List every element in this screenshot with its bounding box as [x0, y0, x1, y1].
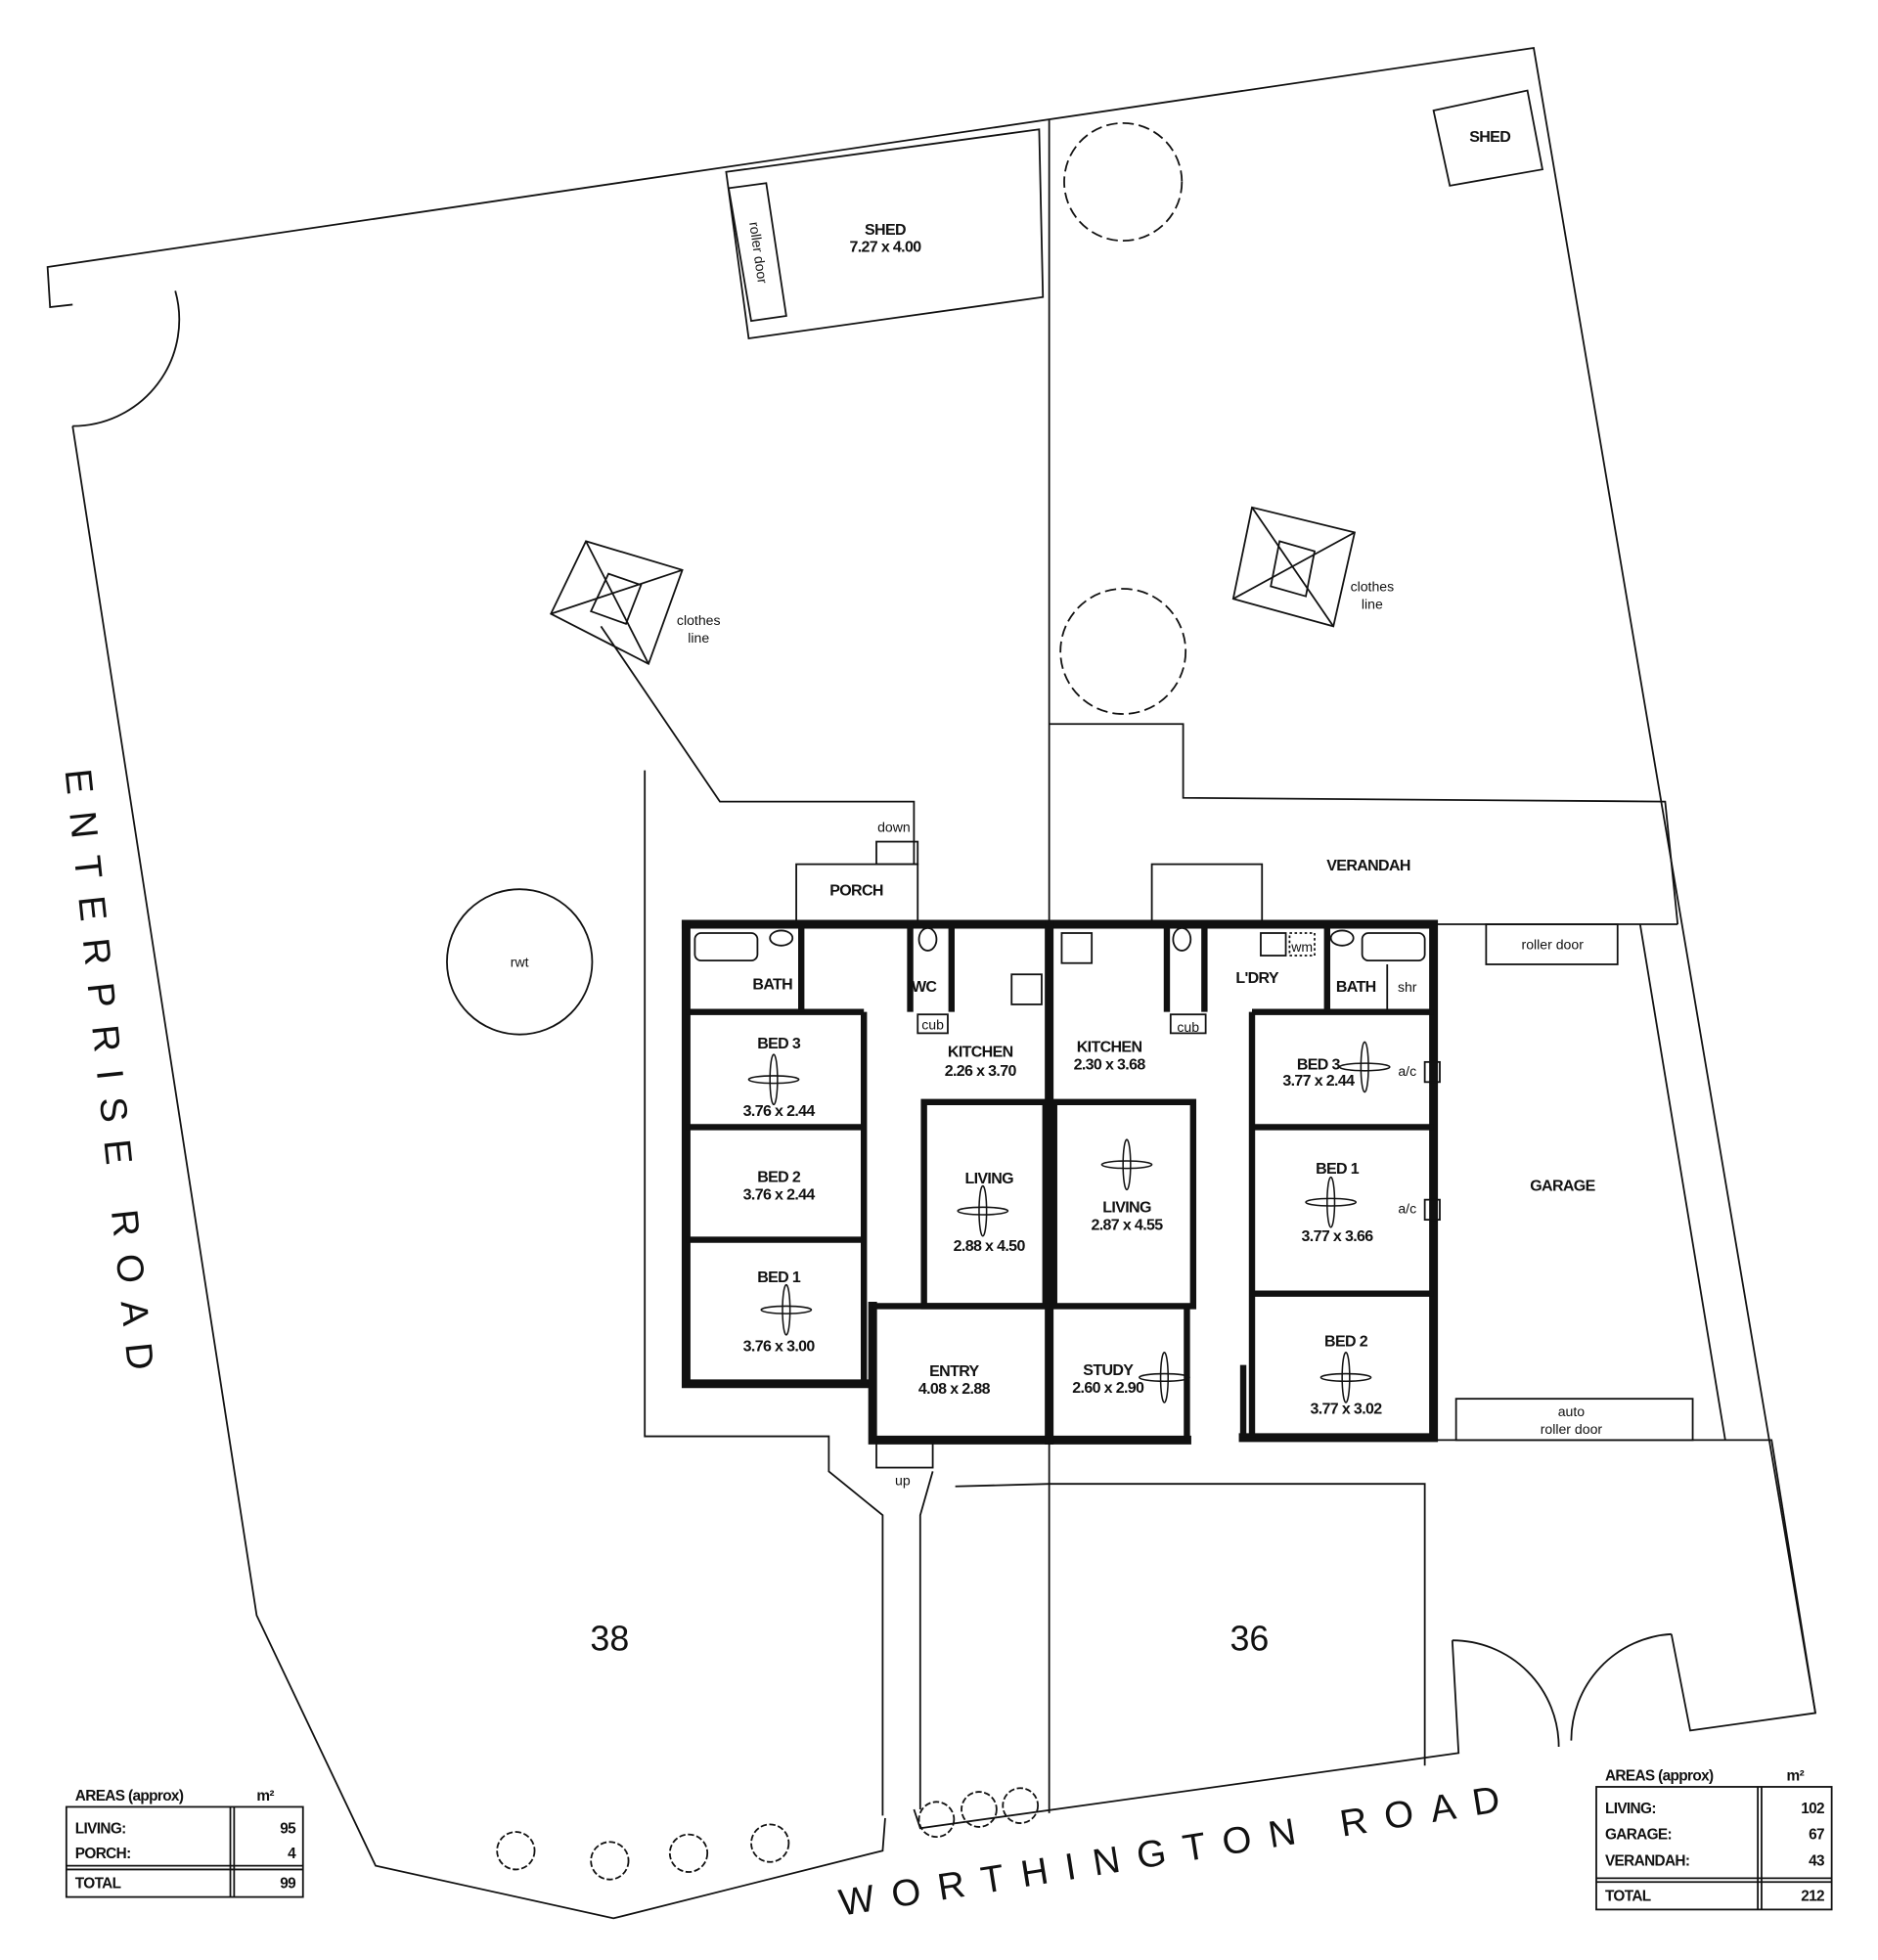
- shed-size: 7.27 x 4.00: [849, 240, 921, 256]
- room-label: ENTRY: [929, 1363, 979, 1380]
- room-label: BED 3: [1297, 1057, 1341, 1074]
- room-size: 3.77 x 3.66: [1302, 1228, 1374, 1245]
- table-total-value: 212: [1801, 1888, 1824, 1904]
- washing-machine-label: wm: [1290, 939, 1313, 955]
- porch-label: PORCH: [829, 883, 883, 900]
- table-row-label: VERANDAH:: [1605, 1853, 1689, 1870]
- unit-38-rooms: BATH WC cub KITCHEN 2.26 x 3.70 BED 3 3.…: [743, 977, 1026, 1398]
- house-walls: [681, 919, 1439, 1445]
- shed-left: SHED 7.27 x 4.00 roller door: [725, 128, 1045, 340]
- room-label: LIVING: [964, 1171, 1013, 1187]
- table-row-value: 4: [288, 1846, 296, 1862]
- table-row-value: 95: [280, 1820, 296, 1837]
- room-size: 3.76 x 2.44: [743, 1187, 816, 1204]
- room-label: BED 3: [757, 1036, 801, 1052]
- road-name: WORTHINGTON ROAD: [836, 1776, 1520, 1925]
- auto-roller-door-label: auto: [1558, 1403, 1586, 1419]
- site-boundary: [46, 47, 1817, 1920]
- shed-right: SHED: [1432, 89, 1544, 187]
- room-size: 2.88 x 4.50: [954, 1238, 1026, 1255]
- clothes-line-label: line: [1362, 596, 1383, 611]
- room-label: KITCHEN: [1077, 1040, 1142, 1056]
- clothes-line-right: clothes line: [1231, 506, 1395, 628]
- table-row-label: GARAGE:: [1605, 1827, 1672, 1844]
- room-size: 2.26 x 3.70: [945, 1063, 1017, 1080]
- room-label: L'DRY: [1235, 970, 1279, 987]
- room-size: 4.08 x 2.88: [918, 1381, 991, 1398]
- room-label: BED 2: [1324, 1333, 1368, 1350]
- clothes-line-label: clothes: [677, 612, 721, 628]
- road-name: ENTERPRISE ROAD: [57, 767, 163, 1390]
- room-label: GARAGE: [1530, 1179, 1595, 1195]
- table-total-label: TOTAL: [75, 1876, 121, 1893]
- tree-icon: [1063, 121, 1184, 243]
- areas-table-right: AREAS (approx) m² LIVING: 102 GARAGE: 67…: [1595, 1768, 1833, 1911]
- shower-label: shr: [1398, 979, 1417, 995]
- room-label: STUDY: [1083, 1362, 1134, 1379]
- auto-roller-door-label: roller door: [1541, 1421, 1603, 1437]
- table-total-value: 99: [280, 1876, 295, 1893]
- clothes-line-label: line: [688, 630, 709, 646]
- room-size: 2.87 x 4.55: [1091, 1217, 1163, 1233]
- table-title: AREAS (approx): [1605, 1768, 1714, 1785]
- shrubs: [496, 1787, 1040, 1881]
- cupboard-label: cub: [921, 1017, 944, 1033]
- table-row-value: 67: [1809, 1827, 1824, 1844]
- lot-number: 36: [1230, 1619, 1270, 1658]
- fixtures: [693, 923, 1694, 1442]
- ac-label: a/c: [1398, 1063, 1416, 1079]
- table-row-label: LIVING:: [75, 1820, 126, 1837]
- table-row-label: LIVING:: [1605, 1801, 1656, 1817]
- clothes-line-left: clothes line: [550, 540, 721, 666]
- cupboard-label: cub: [1177, 1019, 1199, 1035]
- table-row-label: PORCH:: [75, 1846, 131, 1862]
- table-unit: m²: [256, 1788, 274, 1804]
- room-label: BED 1: [1316, 1161, 1360, 1178]
- rainwater-tank: [446, 888, 594, 1036]
- table-title: AREAS (approx): [75, 1788, 184, 1804]
- verandah-step: [1150, 863, 1264, 925]
- room-label: LIVING: [1102, 1199, 1151, 1216]
- shed-label: SHED: [1469, 129, 1510, 146]
- table-row-value: 43: [1809, 1853, 1824, 1870]
- verandah-label: VERANDAH: [1326, 858, 1410, 874]
- clothes-line-label: clothes: [1351, 579, 1395, 595]
- room-size: 3.77 x 2.44: [1282, 1073, 1355, 1090]
- room-label: BED 1: [757, 1270, 801, 1286]
- table-total-label: TOTAL: [1605, 1888, 1651, 1904]
- room-label: KITCHEN: [948, 1045, 1013, 1061]
- unit-36-rooms: KITCHEN 2.30 x 3.68 cub LIVING 2.87 x 4.…: [1072, 937, 1602, 1437]
- roller-door-label: roller door: [1522, 937, 1585, 953]
- lot-number: 38: [590, 1619, 629, 1658]
- room-size: 2.30 x 3.68: [1074, 1057, 1146, 1074]
- roller-door-label: roller door: [746, 221, 771, 285]
- room-label: BATH: [752, 977, 792, 994]
- room-label: WC: [912, 979, 937, 996]
- tree-icon: [1059, 588, 1187, 715]
- shed-label: SHED: [865, 222, 906, 239]
- ceiling-fan-icons: [747, 1041, 1391, 1403]
- down-label: down: [877, 819, 911, 834]
- room-size: 3.77 x 3.02: [1310, 1402, 1382, 1418]
- room-size: 2.60 x 2.90: [1072, 1380, 1144, 1397]
- room-label: BATH: [1336, 979, 1376, 996]
- room-label: BED 2: [757, 1170, 801, 1186]
- up-label: up: [895, 1472, 911, 1488]
- table-unit: m²: [1787, 1768, 1805, 1785]
- rwt-label: rwt: [511, 955, 529, 970]
- steps: [875, 840, 919, 866]
- areas-table-left: AREAS (approx) m² LIVING: 95 PORCH: 4 TO…: [65, 1788, 304, 1898]
- table-row-value: 102: [1801, 1801, 1824, 1817]
- room-size: 3.76 x 2.44: [743, 1103, 816, 1120]
- room-size: 3.76 x 3.00: [743, 1339, 816, 1356]
- ac-label: a/c: [1398, 1201, 1416, 1217]
